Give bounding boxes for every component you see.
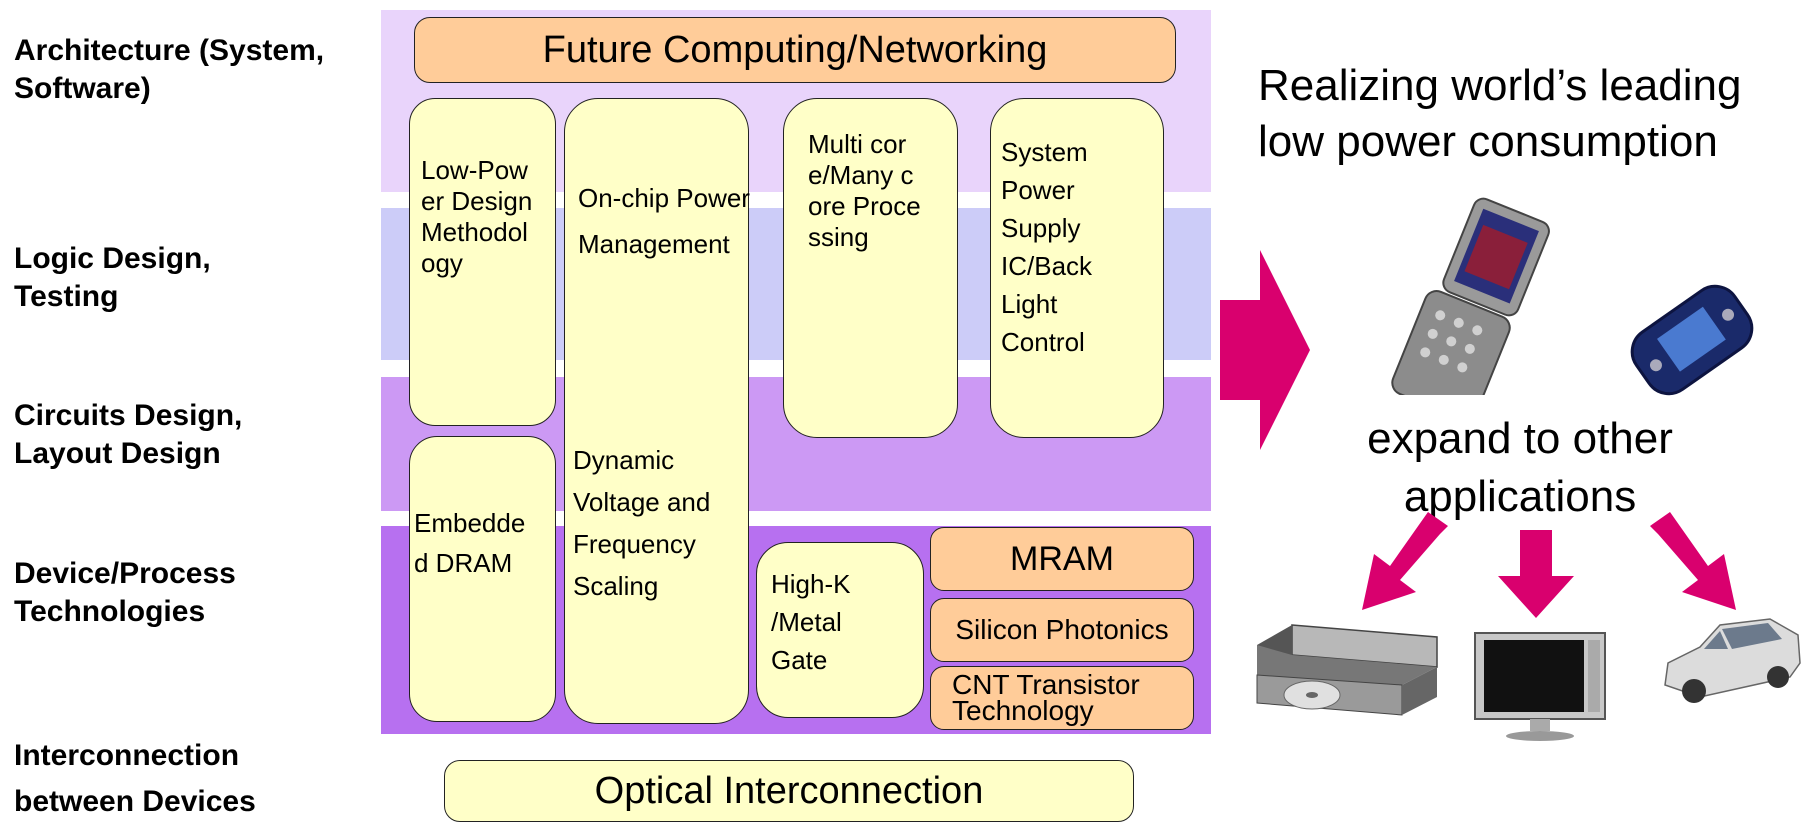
- on-chip-power-box: On-chip Power Management Dynamic Voltage…: [564, 98, 750, 724]
- expand-text: expand to other applications: [1367, 414, 1673, 521]
- cnt-transistor-label: CNT Transistor Technology: [952, 669, 1140, 726]
- layer-label-logic: Logic Design, Testing: [14, 242, 211, 313]
- silicon-photonics-box: Silicon Photonics: [930, 598, 1194, 662]
- cnt-transistor-box: CNT Transistor Technology: [930, 666, 1194, 730]
- car-icon: [1664, 618, 1801, 703]
- power-supply-box: System Power Supply IC/Back Light Contro…: [990, 98, 1164, 438]
- arrow-down-right-icon: [1650, 512, 1736, 610]
- future-computing-label: Future Computing/Networking: [542, 28, 1048, 71]
- tv-icon: [1474, 632, 1606, 741]
- layer-label-architecture: Architecture (System, Software): [14, 34, 325, 105]
- layer-label-device: Device/Process Technologies: [14, 557, 236, 628]
- mram-box: MRAM: [930, 527, 1194, 591]
- optical-interconnection-box: Optical Interconnection: [444, 760, 1134, 822]
- phone-icon: [1391, 197, 1550, 395]
- multicore-box: Multi core/Many core Processing: [783, 98, 958, 438]
- dvfs-label: Dynamic Voltage and Frequency Scaling: [573, 445, 711, 601]
- arrow-down-left-icon: [1362, 512, 1448, 610]
- high-k-label: High-K /Metal Gate: [771, 569, 851, 675]
- headline-text: Realizing world’s leading low power cons…: [1258, 61, 1742, 166]
- handheld-icon: [1630, 284, 1754, 396]
- multicore-label: Multi core/Many core Processing: [808, 129, 921, 252]
- power-supply-label: System Power Supply IC/Back Light Contro…: [1001, 137, 1093, 357]
- embedded-dram-label: Embedded DRAM: [414, 508, 526, 578]
- future-computing-box: Future Computing/Networking: [414, 17, 1176, 83]
- layer-label-interconnect: Interconnection between Devices: [14, 739, 256, 818]
- on-chip-power-label: On-chip Power Management: [578, 183, 750, 259]
- layer-label-circuits: Circuits Design, Layout Design: [14, 399, 243, 470]
- silicon-photonics-label: Silicon Photonics: [955, 614, 1169, 645]
- embedded-dram-box: Embedded DRAM: [409, 436, 556, 722]
- right-arrow-icon: [1220, 250, 1310, 450]
- optical-interconnection-label: Optical Interconnection: [594, 769, 984, 812]
- mram-label: MRAM: [1010, 539, 1114, 578]
- dvd-player-icon: [1256, 624, 1438, 716]
- arrow-down-icon: [1498, 530, 1574, 618]
- low-power-design-box: Low-Power Design Methodology: [409, 98, 556, 426]
- low-power-design-label: Low-Power Design Methodology: [421, 155, 533, 278]
- high-k-box: High-K /Metal Gate: [756, 542, 924, 718]
